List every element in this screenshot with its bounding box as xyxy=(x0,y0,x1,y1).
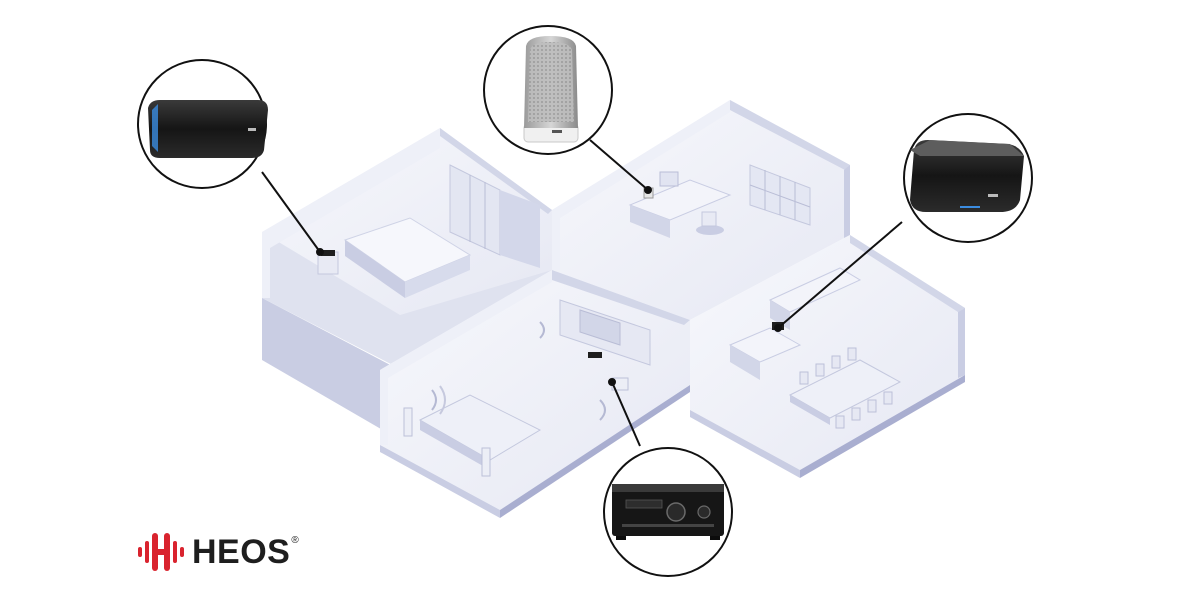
av-receiver-image xyxy=(612,484,724,540)
wireless-speaker-bedroom-image xyxy=(148,100,268,158)
living-room xyxy=(380,270,690,518)
callout-bedroom-speaker xyxy=(137,59,268,189)
callout-kitchen-speaker xyxy=(903,113,1033,243)
wireless-speaker-office-image xyxy=(523,36,579,143)
registered-mark: ® xyxy=(291,534,299,546)
callout-av-receiver xyxy=(603,447,733,577)
wireless-speaker-kitchen-image xyxy=(910,140,1024,212)
heos-logo-icon xyxy=(138,533,184,571)
callout-lines xyxy=(261,139,903,447)
heos-logo-text: HEOS xyxy=(192,533,291,571)
callout-office-speaker xyxy=(483,25,613,155)
kitchen-dining-room xyxy=(690,235,965,478)
heos-logo: HEOS ® xyxy=(136,527,299,577)
office-room xyxy=(552,100,850,320)
